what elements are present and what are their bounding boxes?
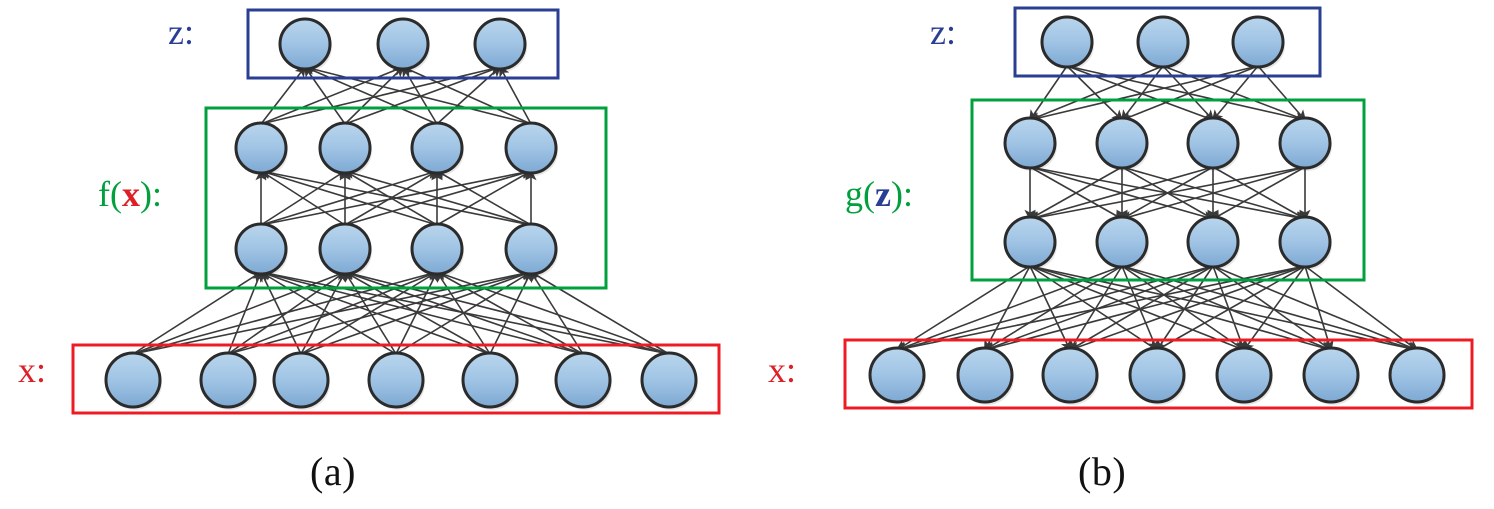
panel-b-output-layer-node-4 — [1128, 346, 1186, 404]
connection-edge — [300, 270, 346, 355]
connection-edge — [530, 270, 584, 355]
panel-a-input-box-label: x: — [18, 350, 46, 390]
panel-a-input-layer-node-6 — [554, 351, 612, 409]
panel-b-input-box — [843, 338, 1474, 410]
panel-a-encoder-box-label: f(x): — [98, 174, 162, 214]
panel-a-latent-layer-node-1 — [278, 17, 332, 71]
panel-b-decoder-hidden-2-node-4 — [1278, 215, 1332, 269]
panel-b-latent-box — [1013, 6, 1322, 78]
panel-b-decoder-box — [970, 98, 1366, 282]
panel-b-decoder-hidden-1-node-3 — [1186, 116, 1240, 170]
connection-edge — [259, 268, 670, 355]
connection-edge — [1028, 166, 1306, 223]
connection-edge — [344, 65, 405, 125]
panel-b-latent-layer-node-3 — [1231, 15, 1285, 69]
panel-b-decoder-hidden-2-node-3 — [1186, 215, 1240, 269]
panel-a-encoder-hidden-1-node-1 — [234, 222, 288, 276]
connection-edge — [499, 65, 532, 125]
panel-a-encoder-hidden-1-node-2 — [318, 222, 372, 276]
connection-edge — [1211, 166, 1306, 220]
panel-a-input-layer-node-1 — [104, 351, 162, 409]
panel-a-encoder-hidden-1-node-3 — [410, 222, 464, 276]
connection-edge — [132, 270, 263, 355]
panel-a-encoder-hidden-1-node-4 — [504, 222, 558, 276]
panel-a-input-layer-node-3 — [272, 351, 330, 409]
panel-b-decoder-hidden-2-node-2 — [1095, 215, 1149, 269]
connection-edge — [259, 269, 491, 355]
boxes-group — [71, 6, 1474, 415]
connection-edge — [343, 268, 670, 355]
connection-edge — [343, 168, 532, 226]
panel-b-output-layer-node-7 — [1388, 346, 1446, 404]
panel-b-latent-box-label: z: — [930, 12, 956, 52]
panel-a-encoder-box — [204, 106, 608, 290]
panel-a-encoder-hidden-2-node-2 — [318, 121, 372, 175]
connection-edge — [344, 270, 397, 355]
panel-a-encoder-hidden-2-node-1 — [234, 121, 288, 175]
connection-edge — [343, 170, 438, 226]
connection-edge — [132, 270, 347, 355]
connection-edge — [227, 270, 263, 355]
panel-b-output-layer-node-3 — [1041, 346, 1099, 404]
panel-b-decoder-hidden-1-node-4 — [1278, 116, 1332, 170]
panel-a-latent-box-label: z: — [168, 12, 194, 52]
panel-b-decoder-hidden-1-node-2 — [1095, 116, 1149, 170]
connection-edge — [1120, 166, 1306, 222]
panel-a-input-box — [71, 343, 721, 415]
panel-a-input-layer-node-5 — [461, 351, 519, 409]
panel-a-input-layer-node-2 — [199, 351, 257, 409]
panel-b-decoder-hidden-1-node-1 — [1003, 116, 1057, 170]
panel-b-latent-layer-node-1 — [1040, 15, 1094, 69]
connection-edge — [259, 169, 346, 226]
panel-b-latent-layer-node-2 — [1136, 15, 1190, 69]
panel-a-input-layer-node-4 — [367, 351, 425, 409]
panel-b-output-layer-node-2 — [956, 346, 1014, 404]
connection-edge — [260, 270, 302, 355]
panel-a-input-layer-node-7 — [640, 351, 698, 409]
connection-edge — [259, 167, 532, 226]
connection-edge — [227, 270, 439, 355]
nodes-group — [104, 15, 1446, 410]
panel-b-decoder-hidden-2-node-1 — [1003, 215, 1057, 269]
panel-a-encoder-hidden-2-node-3 — [410, 121, 464, 175]
connection-edge — [1028, 166, 1123, 220]
connection-edge — [259, 268, 584, 355]
panel-a-latent-layer-node-2 — [376, 17, 430, 71]
connection-edge — [529, 271, 670, 355]
connection-edge — [435, 269, 670, 355]
panel-b-output-layer-node-1 — [868, 346, 926, 404]
labels-group: z: f(x): x: z: g(z): x: — [18, 12, 956, 390]
panel-a-caption: (a) — [310, 449, 356, 494]
panel-a-latent-layer-node-3 — [473, 17, 527, 71]
panel-a-encoder-hidden-2-node-4 — [504, 121, 558, 175]
connection-edge — [259, 271, 397, 355]
panel-b-decoder-box-label: g(z): — [845, 174, 913, 214]
connection-edge — [227, 269, 533, 355]
connection-edge — [343, 271, 491, 355]
connection-edge — [1028, 166, 1214, 222]
panel-a-latent-box — [246, 8, 560, 80]
panel-b-caption: (b) — [1078, 449, 1127, 494]
connection-edge — [300, 271, 439, 355]
connection-edge — [259, 168, 438, 226]
connection-edge — [435, 170, 532, 226]
panel-b-output-layer-node-6 — [1302, 346, 1360, 404]
panel-b-input-box-label: x: — [768, 350, 796, 390]
panel-b-output-layer-node-5 — [1215, 346, 1273, 404]
